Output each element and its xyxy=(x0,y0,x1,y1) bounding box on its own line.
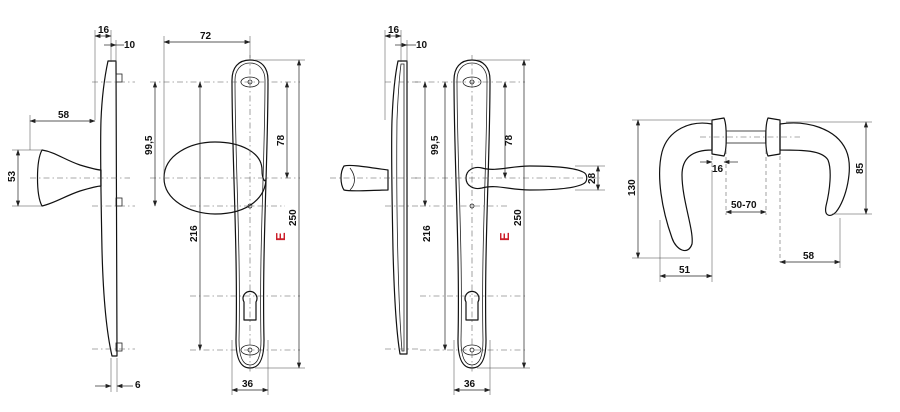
dim-label-72: 72 xyxy=(200,31,212,42)
lever-side-backplate-inner xyxy=(396,63,405,352)
knob-side-tab-bottom xyxy=(115,342,123,352)
lever-pair-view: 130 16 50-70 85 51 58 xyxy=(627,117,872,282)
dim-label-58: 58 xyxy=(58,110,70,121)
dim-label-10: 10 xyxy=(124,40,136,51)
dim-label-216: 216 xyxy=(422,225,433,242)
knob-front-view: 72 99,5 216 78 250 E 36 xyxy=(144,31,305,395)
lever-pair-right-handle xyxy=(779,122,850,216)
dim-label-16: 16 xyxy=(388,25,400,36)
dim-label-250: 250 xyxy=(288,209,299,226)
dim-label-216: 216 xyxy=(189,225,200,242)
dim-label-130: 130 xyxy=(627,179,638,196)
marker-e: E xyxy=(273,232,288,241)
dim-label-16: 16 xyxy=(98,25,110,36)
dim-label-50-70: 50-70 xyxy=(731,200,757,211)
marker-e: E xyxy=(497,232,512,241)
lever-side-lever xyxy=(340,164,389,192)
dim-label-10: 10 xyxy=(416,40,428,51)
lever-pair-left-handle xyxy=(659,122,713,252)
dim-label-85: 85 xyxy=(855,162,866,174)
lever-front-view: 99,5 216 78 250 E 28 36 xyxy=(415,55,605,395)
dim-label-78: 78 xyxy=(276,134,287,146)
knob-side-knob xyxy=(36,149,102,207)
dim-label-53: 53 xyxy=(7,170,18,182)
knob-front-knob xyxy=(163,141,267,215)
dim-label-51: 51 xyxy=(679,265,691,276)
dim-label-36: 36 xyxy=(242,379,254,390)
dim-label-6: 6 xyxy=(135,380,141,391)
lever-side-backplate xyxy=(390,60,408,355)
dim-label-250: 250 xyxy=(513,209,524,226)
dim-label-36: 36 xyxy=(464,379,476,390)
dim-label-78: 78 xyxy=(504,134,515,146)
dim-label-16: 16 xyxy=(712,164,724,175)
knob-side-backplate xyxy=(99,60,118,357)
lever-front-cylinder-hole xyxy=(464,290,480,321)
lever-side-lever-detail xyxy=(349,167,355,191)
dim-label-58: 58 xyxy=(803,251,815,262)
lever-front-plate-inner xyxy=(456,62,488,366)
knob-side-view: 16 10 58 53 6 xyxy=(7,25,141,392)
knob-side-tab-top xyxy=(115,73,123,83)
dim-label-99-5: 99,5 xyxy=(144,135,155,155)
dim-label-99-5: 99,5 xyxy=(430,135,441,155)
knob-front-cylinder-hole xyxy=(242,290,258,321)
lever-side-view: 16 10 xyxy=(330,25,428,355)
dim-label-28: 28 xyxy=(587,172,598,184)
lever-pair-right-rose xyxy=(765,117,781,157)
knob-front-plate-inner xyxy=(234,62,266,366)
